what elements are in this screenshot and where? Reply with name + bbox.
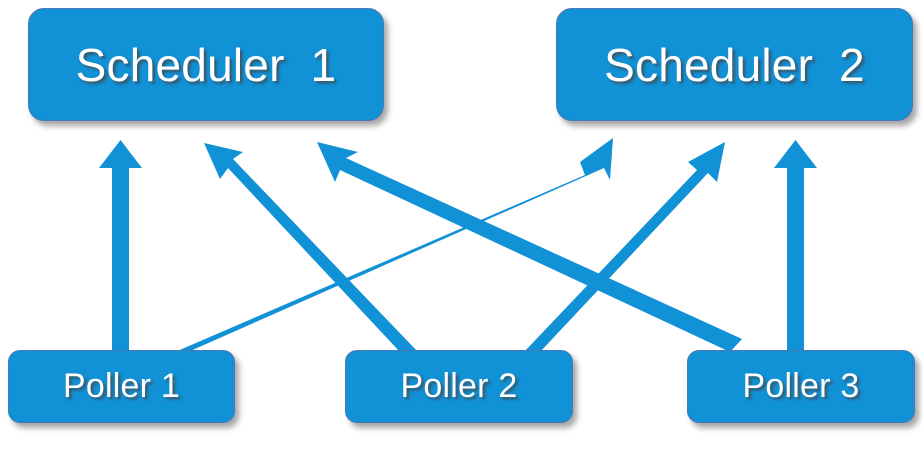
node-scheduler-1-label: Scheduler 1	[75, 38, 337, 91]
node-poller-1-label: Poller 1	[63, 367, 180, 405]
node-poller-3[interactable]: Poller 3	[687, 350, 915, 423]
node-poller-1[interactable]: Poller 1	[8, 350, 235, 423]
edge-poller1-scheduler1	[99, 140, 142, 352]
edge-poller3-scheduler2	[774, 140, 817, 352]
edge-poller3-scheduler1	[317, 142, 742, 352]
node-poller-2[interactable]: Poller 2	[345, 350, 573, 423]
node-poller-3-label: Poller 3	[742, 367, 860, 405]
node-scheduler-2-label: Scheduler 2	[604, 38, 865, 91]
edge-poller2-scheduler1	[204, 143, 418, 352]
node-poller-2-label: Poller 2	[400, 367, 518, 405]
node-scheduler-1[interactable]: Scheduler 1	[28, 8, 384, 121]
edge-poller2-scheduler2	[524, 142, 725, 352]
node-scheduler-2[interactable]: Scheduler 2	[556, 8, 913, 121]
